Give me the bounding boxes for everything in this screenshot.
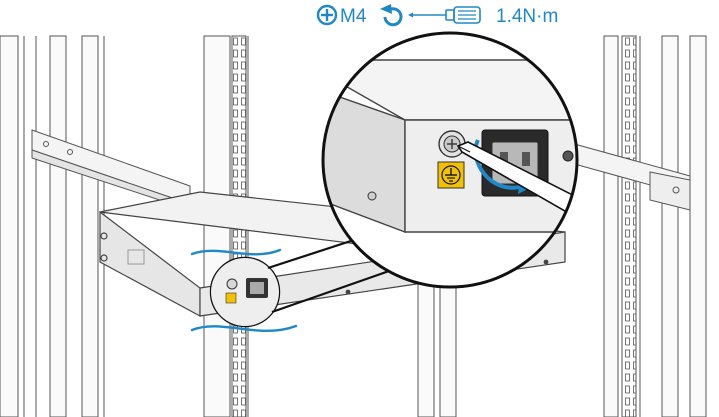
- airflow-lines: [190, 248, 298, 333]
- screwdriver-icon: [408, 6, 481, 24]
- zoom-detail-circle: [321, 31, 579, 289]
- zoom-leader-lines: [267, 236, 393, 314]
- torque-spec-caption: M4 1.4N·m: [316, 4, 558, 27]
- phillips-screw-icon: [316, 4, 338, 26]
- ground-symbol-icon: [437, 161, 465, 189]
- slide-rail-right: [559, 139, 691, 211]
- clockwise-rotate-icon: [380, 4, 403, 27]
- screw-type-label: M4: [340, 6, 367, 27]
- torque-value-label: 1.4N·m: [496, 6, 558, 27]
